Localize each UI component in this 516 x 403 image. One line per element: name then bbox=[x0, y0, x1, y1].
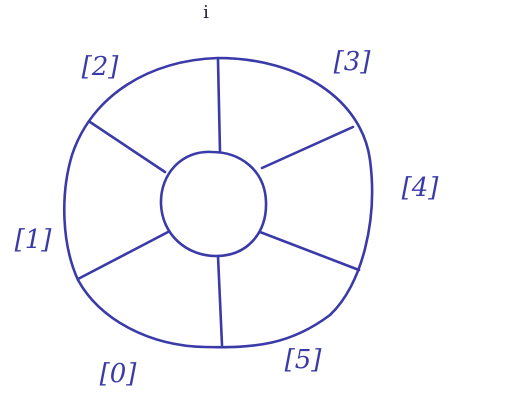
divider-lower-right bbox=[258, 230, 361, 272]
segment-label-0: [0] bbox=[100, 359, 138, 389]
segment-label-3: [3] bbox=[334, 47, 372, 77]
divider-upper-left bbox=[88, 120, 167, 174]
outer-ring bbox=[62, 56, 374, 349]
segment-label-5: [5] bbox=[285, 345, 323, 375]
divider-bottom bbox=[216, 254, 224, 347]
divider-top bbox=[216, 58, 222, 154]
divider-lines bbox=[76, 58, 361, 347]
top-mark: i bbox=[203, 2, 209, 23]
segment-label-2: [2] bbox=[82, 52, 120, 82]
segment-label-1: [1] bbox=[15, 225, 53, 255]
segment-label-4: [4] bbox=[402, 173, 440, 203]
inner-circle bbox=[159, 150, 268, 258]
divider-upper-right bbox=[260, 125, 355, 170]
divider-lower-left bbox=[76, 230, 170, 281]
